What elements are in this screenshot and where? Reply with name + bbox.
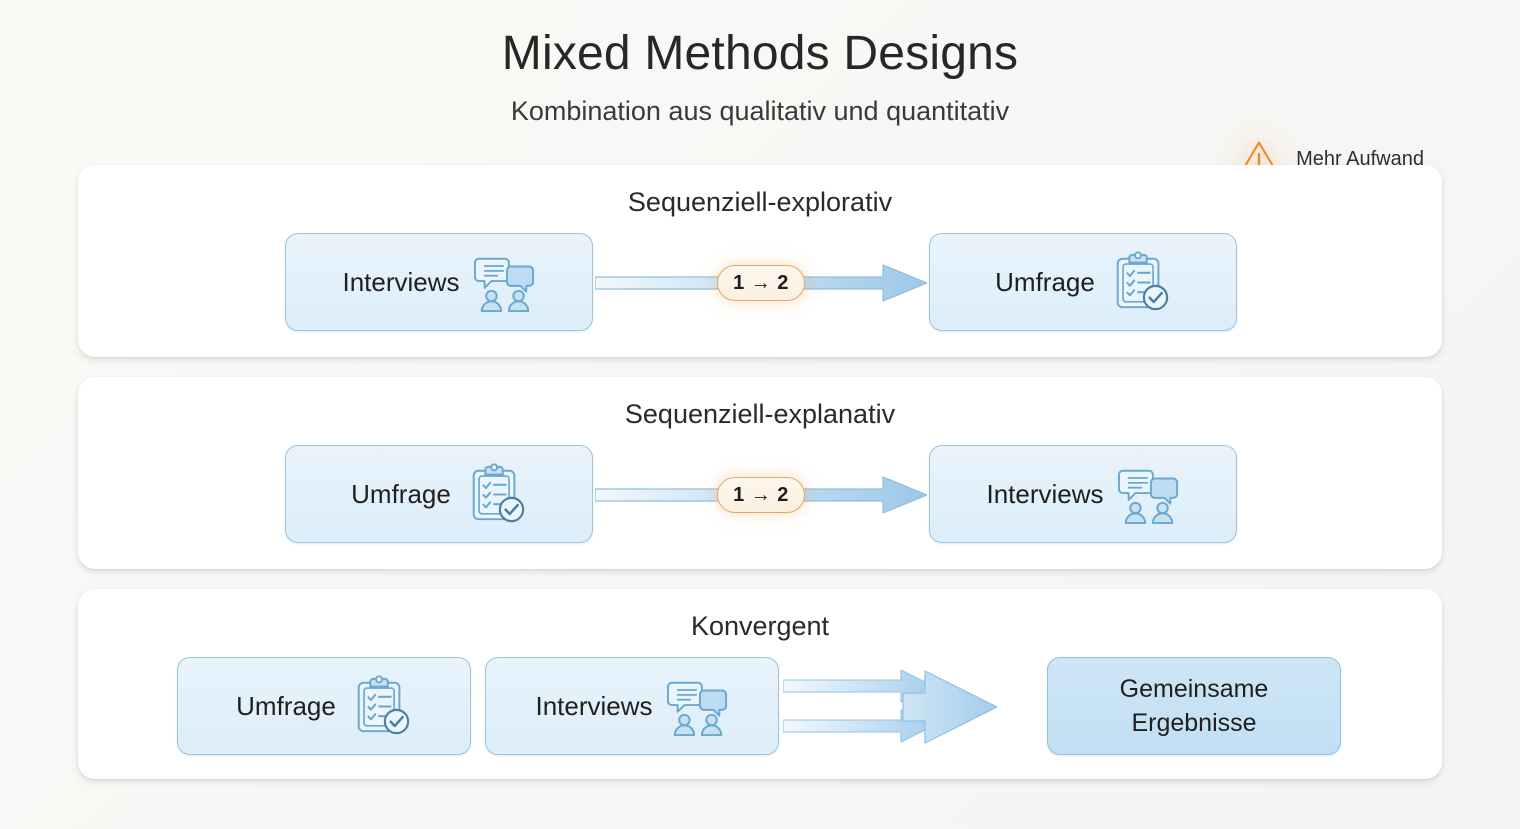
panel-sequenziell-explorativ: Sequenziell-explorativ Interviews	[78, 165, 1442, 357]
effort-warning-label: Mehr Aufwand	[1296, 147, 1424, 170]
converging-arrows	[783, 669, 998, 744]
interviews-icon	[473, 257, 534, 313]
panel-title: Konvergent	[690, 611, 830, 641]
interviews-icon	[666, 681, 727, 737]
panel-row: Umfrage Interviews	[78, 657, 1442, 757]
node-label: Umfrage	[995, 266, 1095, 297]
result-label-line1: Gemeinsame	[1119, 675, 1269, 703]
panel-title: Sequenziell-explorativ	[627, 187, 893, 217]
page-title: Mixed Methods Designs	[501, 27, 1019, 80]
node-umfrage[interactable]: Umfrage	[177, 657, 471, 755]
node-label: Interviews	[342, 266, 460, 297]
panel-row: Interviews	[78, 233, 1442, 333]
panel-title: Sequenziell-explanativ	[624, 399, 896, 429]
interviews-icon	[1117, 469, 1178, 525]
node-label: Interviews	[986, 478, 1104, 509]
node-interviews[interactable]: Interviews	[485, 657, 779, 755]
node-umfrage[interactable]: Umfrage	[285, 445, 593, 543]
survey-clipboard-icon	[357, 675, 410, 735]
survey-clipboard-icon	[1116, 251, 1169, 311]
node-label: Umfrage	[351, 478, 451, 509]
node-interviews[interactable]: Interviews	[929, 445, 1237, 543]
panel-konvergent: Konvergent Umfrage	[78, 589, 1442, 779]
page-subtitle: Kombination aus qualitativ und quantitat…	[510, 96, 1010, 126]
sequence-badge: 1 → 2	[717, 265, 805, 301]
sequence-badge: 1 → 2	[717, 477, 805, 513]
result-label-line2: Ergebnisse	[1131, 709, 1257, 737]
node-interviews[interactable]: Interviews	[285, 233, 593, 331]
panel-sequenziell-explanativ: Sequenziell-explanativ Umfrage	[78, 377, 1442, 569]
node-label: Umfrage	[236, 690, 336, 721]
node-umfrage[interactable]: Umfrage	[929, 233, 1237, 331]
node-label: Interviews	[535, 690, 653, 721]
node-gemeinsame-ergebnisse[interactable]: Gemeinsame Ergebnisse	[1047, 657, 1341, 755]
survey-clipboard-icon	[472, 463, 525, 523]
panel-row: Umfrage	[78, 445, 1442, 545]
